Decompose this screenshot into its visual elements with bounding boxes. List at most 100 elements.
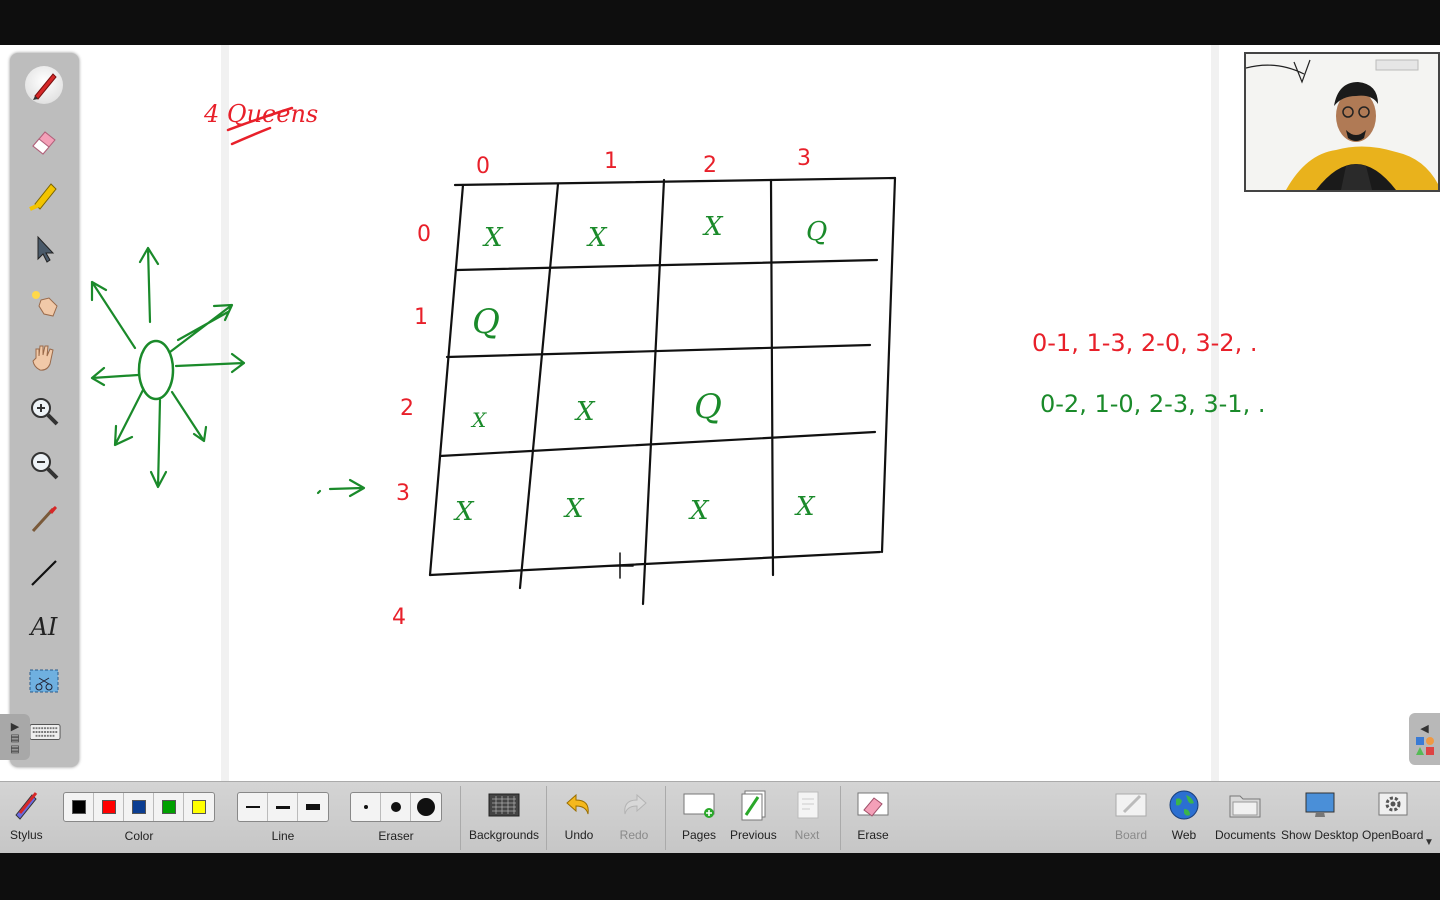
show-desktop-button[interactable]: Show Desktop bbox=[1281, 788, 1358, 842]
backgrounds-label: Backgrounds bbox=[469, 828, 540, 842]
screen-capture-icon bbox=[29, 669, 59, 693]
line-label: Line bbox=[271, 829, 295, 843]
toolbar-divider bbox=[665, 786, 666, 850]
web-button[interactable]: Web bbox=[1168, 788, 1200, 842]
previous-label: Previous bbox=[730, 828, 777, 842]
pages-label: Pages bbox=[682, 828, 717, 842]
board-label: Board bbox=[1114, 828, 1148, 842]
globe-icon bbox=[1169, 790, 1199, 820]
openboard-button[interactable]: OpenBoard bbox=[1362, 788, 1423, 842]
hand-tool[interactable] bbox=[25, 338, 63, 376]
line-icon bbox=[31, 560, 57, 586]
line-group: Line bbox=[237, 788, 329, 843]
color-swatch bbox=[131, 800, 146, 814]
color-swatch bbox=[71, 800, 86, 814]
openboard-settings-icon bbox=[1378, 792, 1408, 816]
pages-button[interactable]: Pages bbox=[682, 788, 716, 842]
top-letterbox bbox=[0, 0, 1440, 45]
redo-button[interactable]: Redo bbox=[619, 788, 649, 842]
color-red[interactable] bbox=[94, 793, 124, 821]
line-medium[interactable] bbox=[268, 793, 298, 821]
erase-all-icon bbox=[857, 792, 889, 817]
cell-mark: Q bbox=[472, 302, 500, 342]
col-label: 0 bbox=[476, 154, 490, 179]
pen-tool[interactable] bbox=[25, 66, 63, 104]
zoom-out-tool[interactable] bbox=[25, 446, 63, 484]
undo-label: Undo bbox=[564, 828, 594, 842]
eraser-size-selector bbox=[350, 792, 442, 822]
stylus-palette: AI bbox=[10, 53, 79, 767]
line-tool[interactable] bbox=[25, 554, 63, 592]
line-thin[interactable] bbox=[238, 793, 268, 821]
page-margin-right bbox=[1211, 45, 1219, 781]
cell-mark: X bbox=[470, 408, 487, 432]
selector-tool[interactable] bbox=[25, 230, 63, 268]
right-panel-toggle[interactable]: ◀ bbox=[1409, 713, 1440, 765]
show-desktop-label: Show Desktop bbox=[1281, 828, 1359, 842]
backgrounds-icon bbox=[488, 793, 520, 817]
bottom-letterbox bbox=[0, 853, 1440, 900]
webcam-video[interactable] bbox=[1244, 52, 1440, 192]
color-blue[interactable] bbox=[124, 793, 154, 821]
text-tool[interactable]: AI bbox=[25, 608, 63, 646]
eraser-medium[interactable] bbox=[381, 793, 411, 821]
eraser-small-icon bbox=[363, 805, 368, 809]
line-thick[interactable] bbox=[298, 793, 328, 821]
next-button[interactable]: Next bbox=[792, 788, 822, 842]
palette-collapse-toggle[interactable]: ▶ ▤▤ bbox=[0, 714, 30, 760]
row-label: 3 bbox=[396, 481, 410, 506]
previous-button[interactable]: Previous bbox=[730, 788, 777, 842]
whiteboard-canvas[interactable] bbox=[0, 45, 1440, 781]
erase-button[interactable]: Erase bbox=[856, 788, 890, 842]
presenter-avatar bbox=[1246, 54, 1438, 190]
line-thick-icon bbox=[306, 804, 320, 810]
main-toolbar: Stylus Color Line Eraser Backgrounds bbox=[0, 781, 1440, 854]
openboard-dropdown-icon[interactable]: ▼ bbox=[1424, 837, 1434, 848]
backgrounds-button[interactable]: Backgrounds bbox=[469, 788, 539, 842]
title-underline bbox=[226, 106, 294, 146]
toolbar-divider bbox=[460, 786, 461, 850]
pointer-tool[interactable] bbox=[25, 500, 63, 538]
eraser-tool[interactable] bbox=[25, 122, 63, 160]
col-label: 2 bbox=[703, 153, 717, 178]
stylus-icon bbox=[15, 792, 38, 820]
color-label: Color bbox=[124, 829, 154, 843]
board-icon bbox=[1115, 793, 1147, 817]
queen-move-arrows bbox=[90, 246, 246, 489]
queen-star-center bbox=[137, 339, 175, 401]
color-yellow[interactable] bbox=[184, 793, 214, 821]
pen-icon bbox=[33, 73, 57, 100]
erase-label: Erase bbox=[857, 828, 889, 842]
keyboard-tool[interactable] bbox=[29, 713, 61, 751]
laser-tool[interactable] bbox=[25, 284, 63, 322]
zoom-in-tool[interactable] bbox=[25, 392, 63, 430]
cursor-crosshair bbox=[607, 552, 634, 579]
next-label: Next bbox=[794, 828, 820, 842]
stylus-button[interactable]: Stylus bbox=[10, 788, 43, 842]
color-group: Color bbox=[63, 788, 215, 843]
cell-mark: Q bbox=[694, 387, 722, 427]
eraser-small[interactable] bbox=[351, 793, 381, 821]
library-icon bbox=[1415, 736, 1434, 755]
column-labels: 0 1 2 3 bbox=[476, 146, 811, 179]
color-green[interactable] bbox=[154, 793, 184, 821]
eraser-large[interactable] bbox=[411, 793, 441, 821]
marker-tool[interactable] bbox=[25, 176, 63, 214]
undo-button[interactable]: Undo bbox=[564, 788, 594, 842]
board-button[interactable]: Board bbox=[1114, 788, 1148, 842]
web-label: Web bbox=[1171, 828, 1197, 842]
color-swatch bbox=[101, 800, 116, 814]
documents-button[interactable]: Documents bbox=[1215, 788, 1276, 842]
laser-pointer-icon bbox=[32, 291, 58, 317]
cell-mark: X bbox=[574, 397, 596, 427]
color-black[interactable] bbox=[64, 793, 94, 821]
collapse-left-arrow-icon: ◀ bbox=[1420, 722, 1429, 735]
row-label: 2 bbox=[400, 396, 414, 421]
monitor-icon bbox=[1305, 792, 1335, 817]
capture-tool[interactable] bbox=[25, 662, 63, 700]
page-margin-left bbox=[221, 45, 229, 781]
color-swatch bbox=[161, 800, 176, 814]
stylus-label: Stylus bbox=[10, 828, 43, 842]
openboard-label: OpenBoard bbox=[1362, 828, 1424, 842]
line-width-selector bbox=[237, 792, 329, 822]
